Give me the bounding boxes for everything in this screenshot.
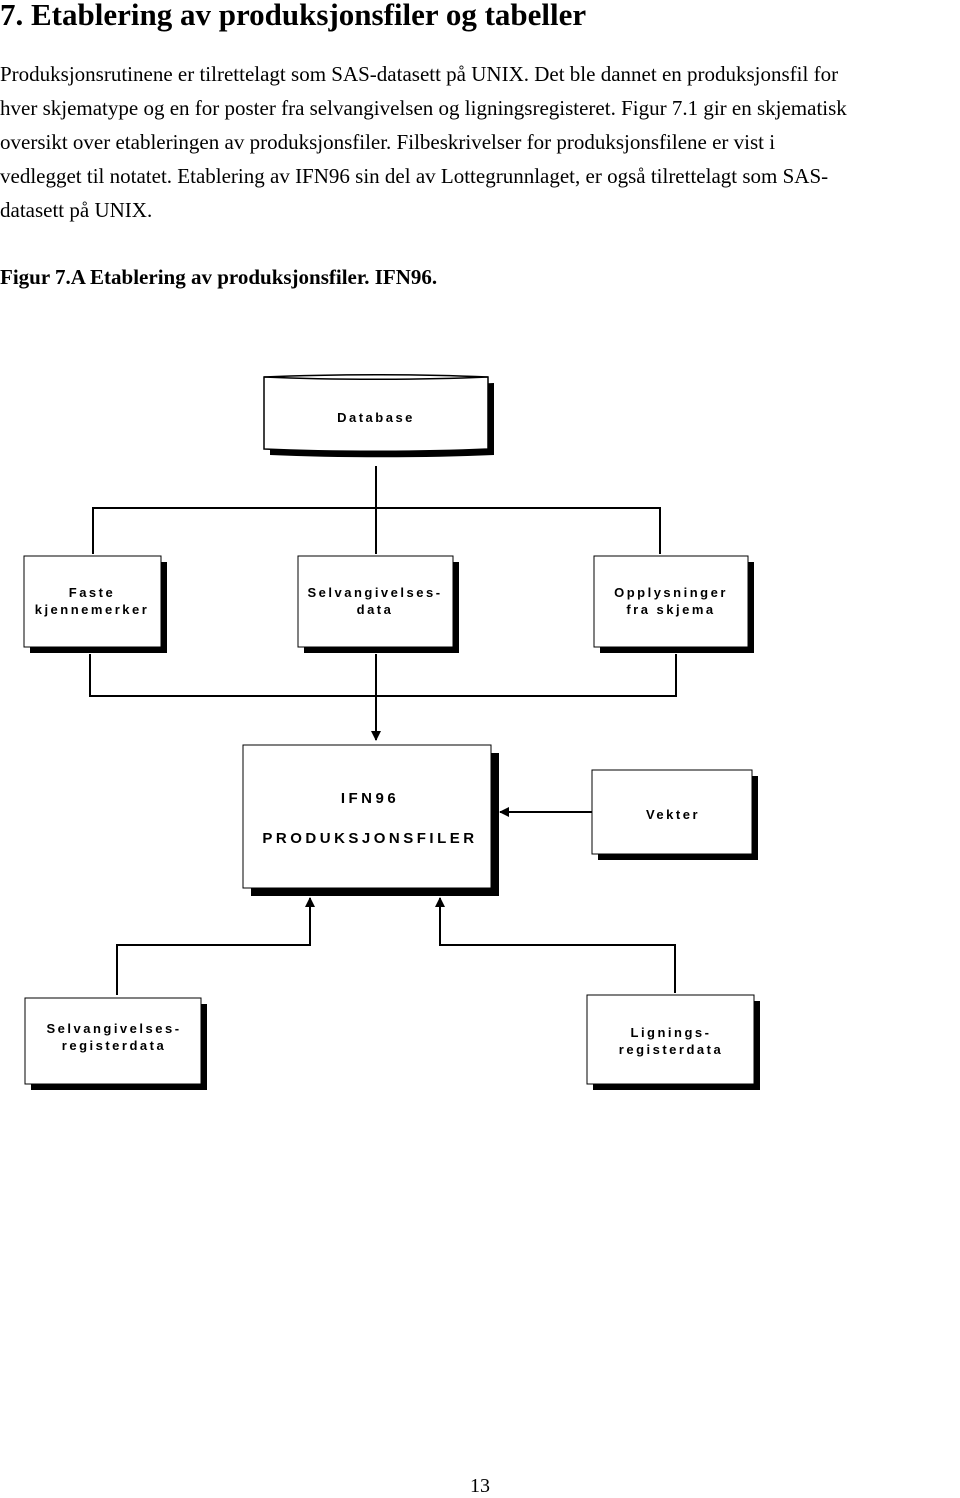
page-number: 13 (470, 1475, 490, 1497)
body-paragraph: Produksjonsrutinene er tilrettelagt som … (0, 57, 960, 227)
box-label-line: Lignings- (631, 1025, 712, 1040)
level2-connectors (89, 654, 677, 741)
ligningsregisterdata-box: Lignings- registerdata (586, 994, 760, 1090)
section-heading: 7. Etablering av produksjonsfiler og tab… (0, 0, 587, 32)
box-label-line: data (357, 602, 394, 617)
selvangivelsesdata-box: Selvangivelses- data (297, 555, 459, 653)
box-label-line: registerdata (62, 1038, 166, 1053)
database-label: Database (337, 410, 415, 425)
database-connectors (92, 466, 661, 554)
opplysninger-box: Opplysninger fra skjema (593, 555, 754, 653)
selvangivelsesregisterdata-box: Selvangivelses- registerdata (24, 997, 207, 1090)
figure-caption: Figur 7.A Etablering av produksjonsfiler… (0, 265, 438, 289)
box-label-line: Opplysninger (614, 585, 728, 600)
box-label-line: PRODUKSJONSFILER (262, 830, 477, 847)
box-label-line: Faste (69, 585, 115, 600)
box-label-line: Selvangivelses- (46, 1021, 181, 1036)
paragraph-line: datasett på UNIX. (0, 198, 153, 222)
box-label-line: registerdata (619, 1042, 723, 1057)
paragraph-line: oversikt over etableringen av produksjon… (0, 130, 776, 154)
paragraph-line: Produksjonsrutinene er tilrettelagt som … (0, 62, 839, 86)
box-label-line: Vekter (646, 807, 700, 822)
faste-kjennemerker-box: Faste kjennemerker (23, 555, 167, 653)
database-node: Database (263, 373, 494, 458)
box-label-line: kjennemerker (35, 602, 150, 617)
box-label-line: Selvangivelses- (307, 585, 442, 600)
box-label-line: IFN96 (341, 790, 399, 807)
box-label-line: fra skjema (626, 602, 715, 617)
ifn96-produksjonsfiler-box: IFN96 PRODUKSJONSFILER (242, 744, 499, 896)
paragraph-line: vedlegget til notatet. Etablering av IFN… (0, 164, 829, 188)
register-connectors (116, 897, 676, 995)
paragraph-line: hver skjematype og en for poster fra sel… (0, 96, 847, 120)
vekter-box: Vekter (591, 769, 758, 860)
